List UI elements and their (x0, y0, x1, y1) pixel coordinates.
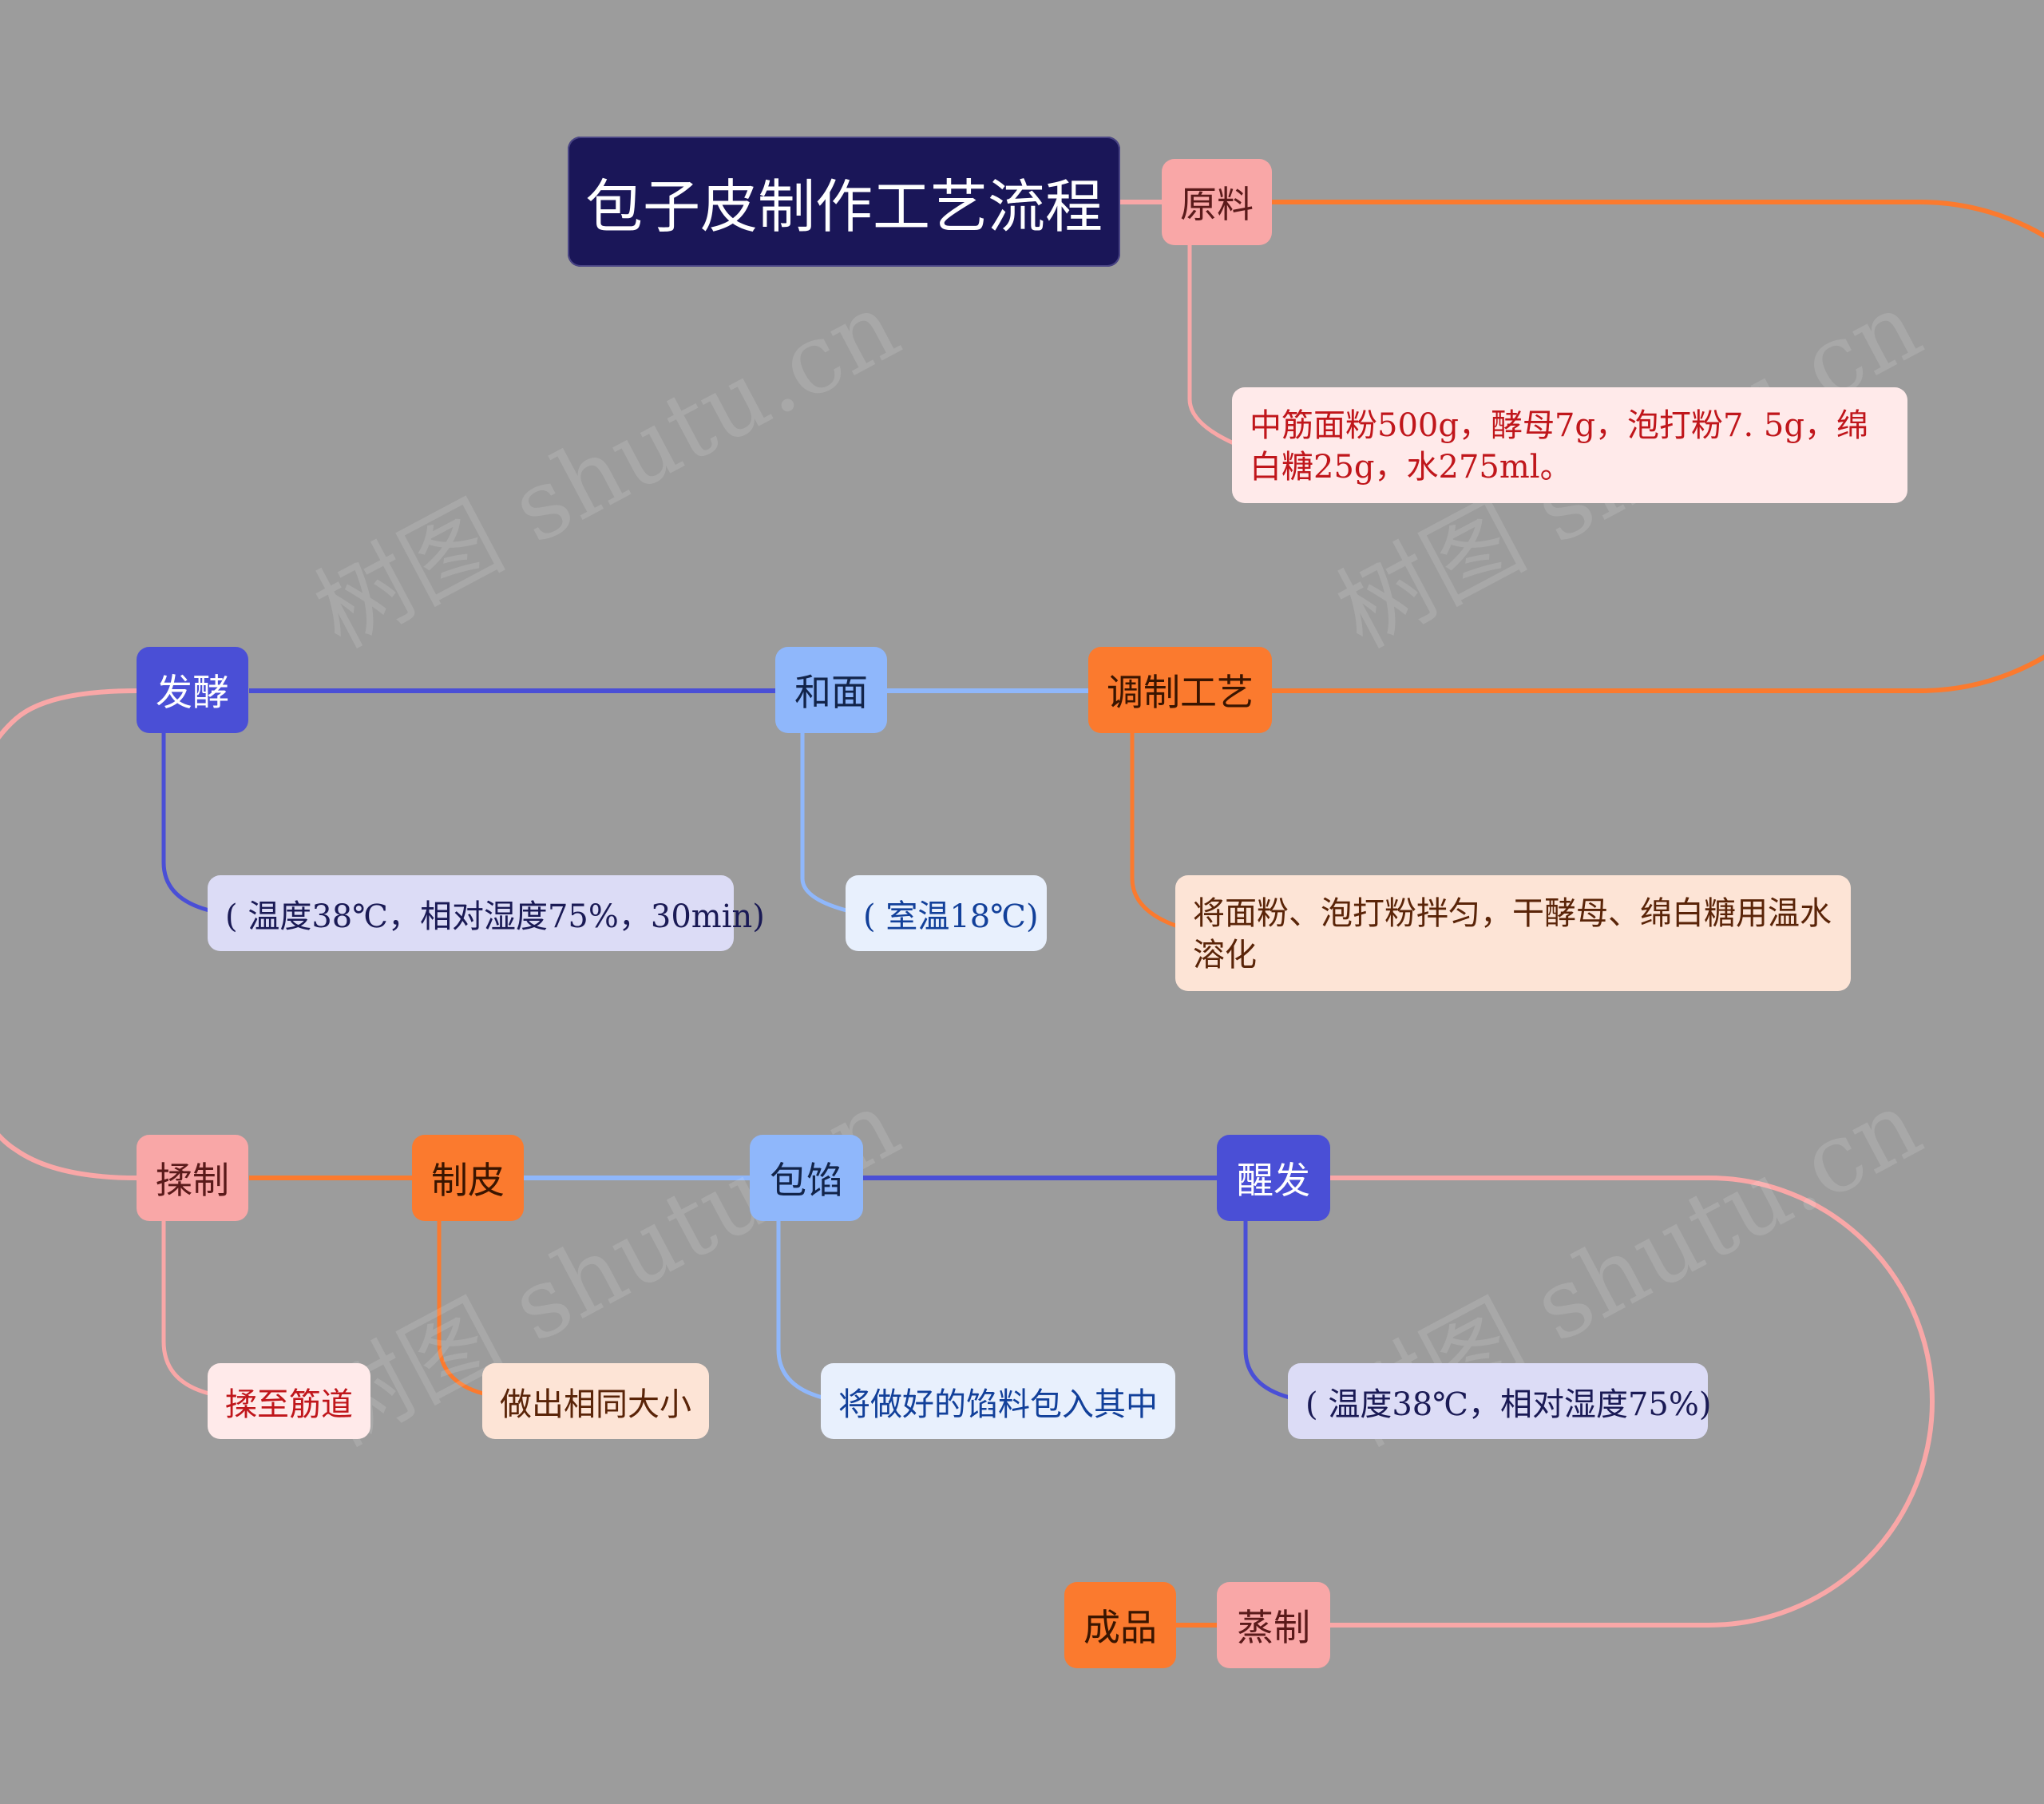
note-ferment[interactable]: ( 温度38℃，相对湿度75%，30min) (208, 875, 765, 951)
edge-wrapper-note (437, 1220, 484, 1396)
root-title-node[interactable]: 包子皮制作工艺流程 (568, 137, 1120, 267)
edge-process-note (1130, 733, 1178, 929)
edge-knead-note (161, 1220, 210, 1396)
step-knead[interactable]: 揉制 (137, 1135, 248, 1221)
step-mix-dough[interactable]: 和面 (775, 647, 887, 733)
note-make-wrapper[interactable]: 做出相同大小 (482, 1363, 709, 1439)
step-proof[interactable]: 醒发 (1217, 1135, 1330, 1221)
note-add-filling[interactable]: 将做好的馅料包入其中 (821, 1363, 1175, 1439)
edge-ferment-note (161, 733, 210, 913)
edge-proof-steam (1329, 1176, 1935, 1628)
edge-ferment-knead (0, 688, 138, 1180)
note-process[interactable]: 将面粉、泡打粉拌匀，干酵母、绵白糖用温水溶化 (1175, 875, 1851, 991)
note-knead[interactable]: 揉至筋道 (208, 1363, 370, 1439)
edge-raw-note (1187, 245, 1235, 446)
step-process[interactable]: 调制工艺 (1088, 647, 1272, 733)
edge-fill-note (776, 1220, 823, 1400)
edge-proof-note (1243, 1220, 1290, 1400)
step-raw-materials[interactable]: 原料 (1162, 159, 1272, 245)
note-raw-materials[interactable]: 中筋面粉500g，酵母7g，泡打粉7. 5g，绵白糖25g，水275ml。 (1232, 387, 1907, 503)
step-steam[interactable]: 蒸制 (1217, 1582, 1330, 1668)
edge-mix-note (800, 733, 847, 913)
note-mix-dough[interactable]: ( 室温18℃) (846, 875, 1047, 951)
note-proof[interactable]: ( 温度38℃，相对湿度75%) (1288, 1363, 1711, 1439)
step-add-filling[interactable]: 包馅 (750, 1135, 863, 1221)
edge-raw-process (1271, 200, 2044, 693)
step-finished-product[interactable]: 成品 (1064, 1582, 1176, 1668)
step-make-wrapper[interactable]: 制皮 (412, 1135, 524, 1221)
step-ferment[interactable]: 发酵 (137, 647, 248, 733)
